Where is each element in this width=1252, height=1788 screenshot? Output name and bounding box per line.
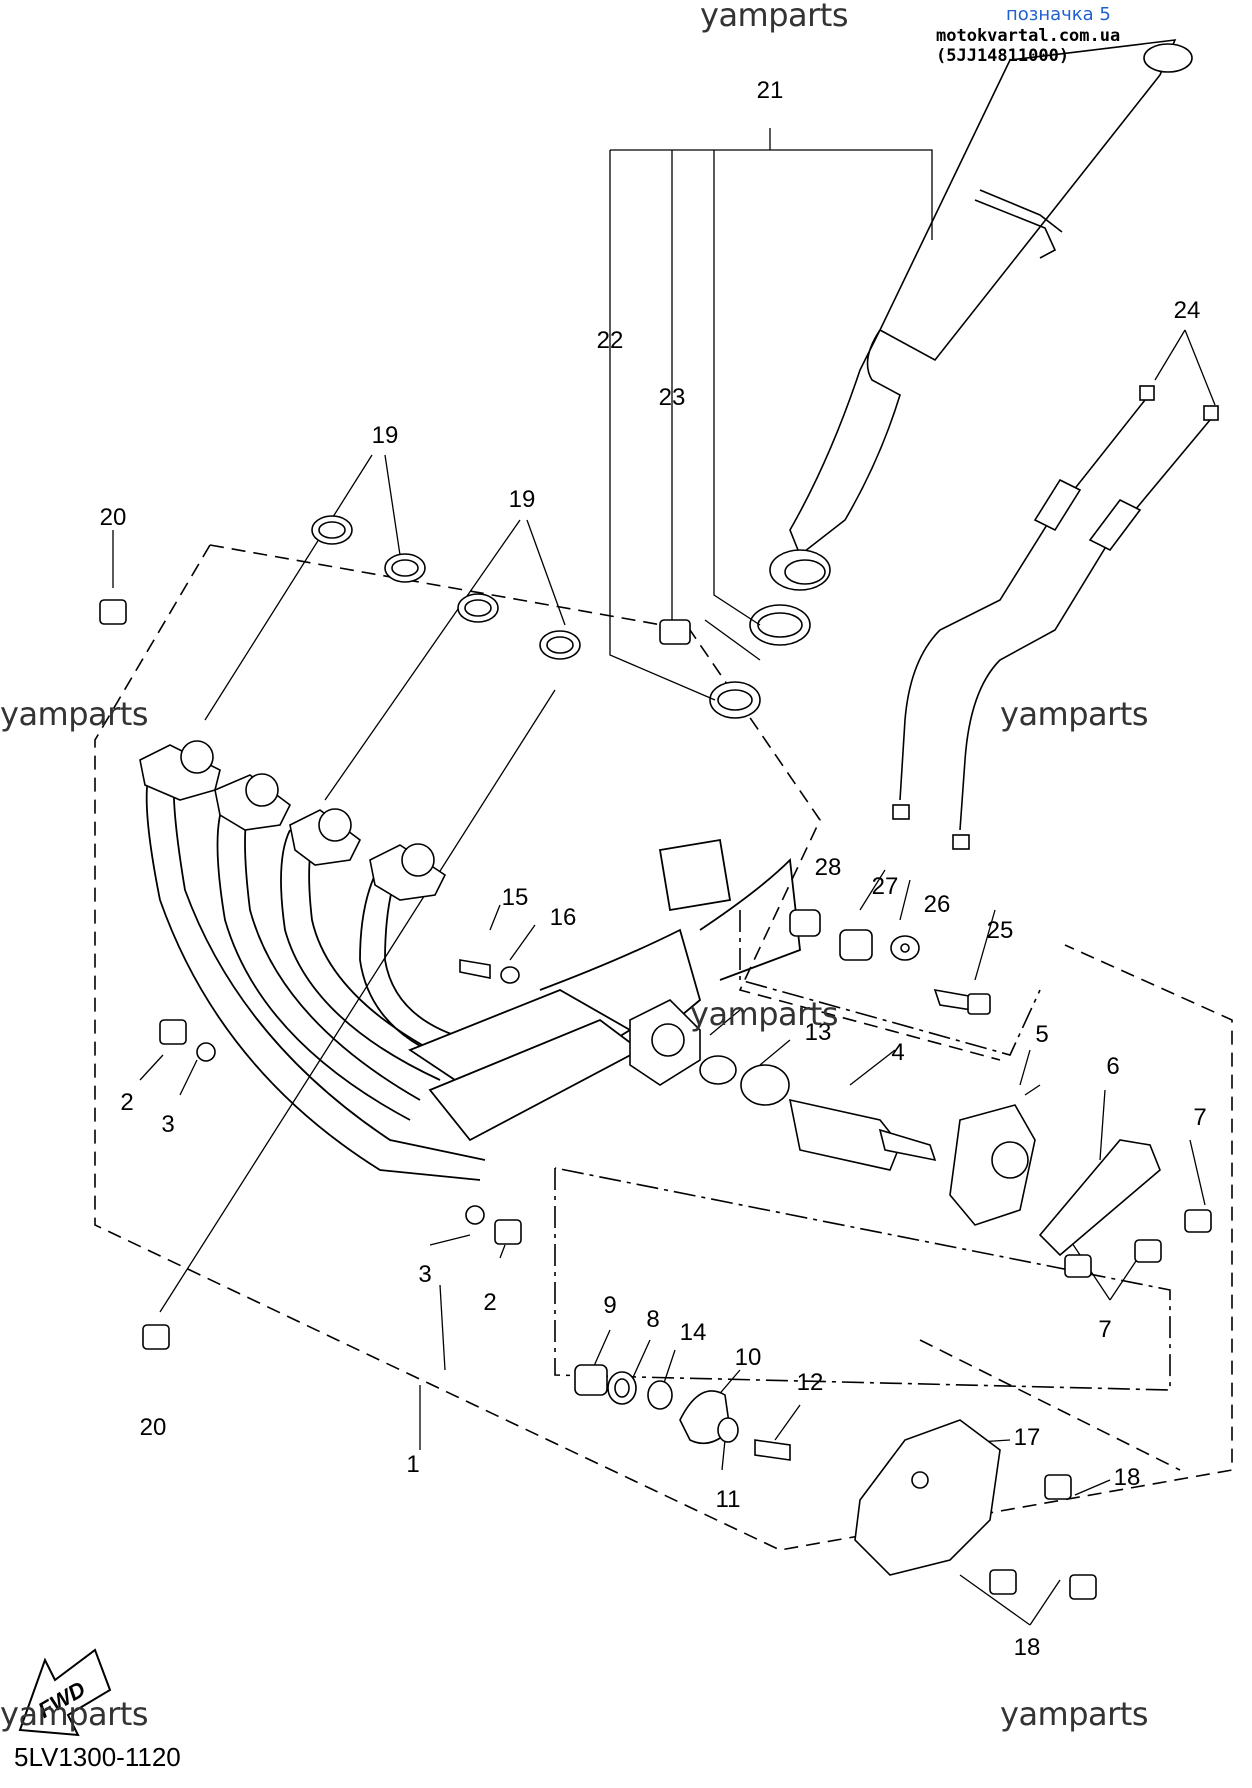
watermark: yamparts — [1000, 695, 1149, 733]
small-parts-8-14 — [574, 1364, 791, 1461]
part-label: 13 — [805, 1019, 832, 1046]
watermark: yamparts — [0, 695, 149, 733]
servo-cover — [854, 1419, 1097, 1600]
gasket-22 — [709, 681, 761, 719]
part-label: 27 — [872, 873, 899, 900]
clamp-bolt — [659, 619, 691, 645]
group-outline-17 — [919, 1339, 1181, 1471]
part-label: 20 — [100, 504, 127, 531]
watermark: yamparts — [0, 1695, 149, 1733]
watermark: yamparts — [690, 995, 839, 1033]
part-label: 20 — [140, 1414, 167, 1441]
part-label: 18 — [1114, 1464, 1141, 1491]
exhaust-headers — [145, 769, 801, 1181]
shaft-assembly — [699, 1055, 937, 1171]
group-outline-13 — [554, 1167, 1171, 1391]
part-label: 11 — [716, 1486, 741, 1513]
throttle-cables — [892, 385, 1219, 850]
part-label: 4 — [891, 1039, 904, 1066]
part-label: 21 — [757, 77, 784, 104]
part-label: 6 — [1106, 1053, 1119, 1080]
part-label: 22 — [597, 327, 624, 354]
group-outline-28 — [739, 910, 1041, 1056]
muffler — [769, 39, 1193, 591]
diagram-marker-label: позначка 5 — [1006, 4, 1111, 25]
part-label: 9 — [603, 1292, 616, 1319]
collector-flange — [629, 999, 701, 1086]
part-label: 3 — [418, 1261, 431, 1288]
servo-pulley — [949, 1104, 1212, 1278]
source-site-label: motokvartal.com.ua (5JJ14811000) — [936, 26, 1121, 66]
part-label: 28 — [815, 854, 842, 881]
part-label: 10 — [735, 1344, 762, 1371]
part-label: 12 — [797, 1369, 824, 1396]
fwd-arrow — [18, 1648, 112, 1737]
part-label: 2 — [483, 1289, 496, 1316]
part-label: 1 — [406, 1451, 419, 1478]
group-outline-4 — [209, 544, 1001, 1061]
part-label: 17 — [1014, 1424, 1041, 1451]
part-label: 7 — [1098, 1316, 1111, 1343]
part-label: 5 — [1035, 1021, 1048, 1048]
part-label: 18 — [1014, 1634, 1041, 1661]
small-parts-25-28 — [459, 909, 991, 1015]
part-label: 3 — [161, 1111, 174, 1138]
part-label: 19 — [509, 486, 536, 513]
part-label: 2 — [120, 1089, 133, 1116]
part-number-labels: 1 2 2 3 3 4 5 6 7 7 8 9 10 11 12 13 14 1… — [100, 77, 1207, 1661]
group-outline-1 — [94, 544, 1233, 1551]
part-label: 23 — [659, 384, 686, 411]
watermark: yamparts — [1000, 1695, 1149, 1733]
part-label: 16 — [550, 904, 577, 931]
part-label: 7 — [1193, 1104, 1206, 1131]
part-label: 8 — [646, 1306, 659, 1333]
part-label: 25 — [987, 917, 1014, 944]
diagram-code: 5LV1300-1120 — [14, 1742, 181, 1772]
gasket-19-set — [311, 515, 581, 660]
part-label: 26 — [924, 891, 951, 918]
part-label: 19 — [372, 422, 399, 449]
part-label: 15 — [502, 884, 529, 911]
bolts-misc — [99, 599, 522, 1350]
part-label: 14 — [680, 1319, 707, 1346]
header-flanges — [139, 740, 447, 901]
clamp — [749, 604, 811, 646]
part-label: 24 — [1174, 297, 1201, 324]
watermark: yamparts — [700, 0, 849, 34]
